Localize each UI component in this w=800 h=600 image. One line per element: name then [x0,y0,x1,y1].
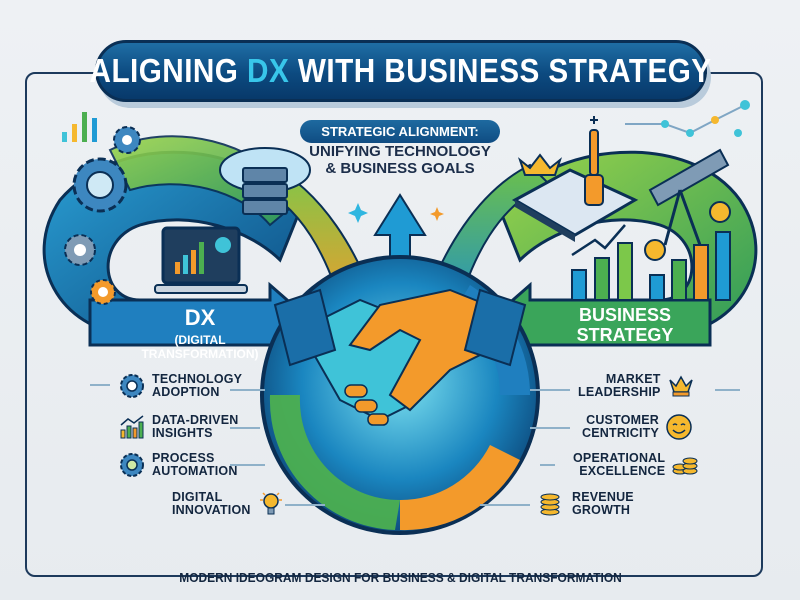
dx-title: DX [184,305,216,330]
feature-line2: ADOPTION [152,385,220,399]
feature-line2: AUTOMATION [152,464,238,478]
dx-arrow-label: DX (DIGITAL TRANSFORMATION) [120,305,280,361]
gear-icon [120,453,144,477]
coins-icon [540,493,560,516]
feature-line2: LEADERSHIP [578,385,661,399]
center-banner-heading: STRATEGIC ALIGNMENT: [300,120,500,143]
feature-line2: GROWTH [572,503,631,517]
chessboard-icon [511,168,639,242]
coins-icon [672,457,698,475]
feature-line1: OPERATIONAL [573,451,666,465]
feature-line1: DIGITAL [172,490,223,504]
gear-icon [113,126,141,154]
strategy-line1: BUSINESS [578,305,672,325]
strategy-arrow-label: BUSINESS STRATEGY [570,305,680,345]
laptop-icon [154,226,248,294]
feature-line2: CENTRICITY [582,426,659,440]
feature-line1: PROCESS [152,451,215,465]
lightbulb-icon [259,492,282,515]
gear-icon [90,279,116,305]
gear-icon [120,374,144,398]
feature-line2: INSIGHTS [152,426,213,440]
growth-bar-chart-icon [571,201,731,301]
title-prefix: ALIGNING [90,52,248,89]
crown-icon [668,375,693,397]
footer-caption: MODERN IDEOGRAM DESIGN FOR BUSINESS & DI… [178,569,622,585]
small-bar-chart-icon [62,112,97,142]
handshake-icon [273,288,527,426]
title-suffix: WITH BUSINESS STRATEGY [289,52,712,89]
feature-line1: TECHNOLOGY [152,372,243,386]
center-banner-line2: UNIFYING TECHNOLOGY [309,143,491,160]
network-nodes-icon [625,100,750,137]
feature-line1: DATA-DRIVEN [152,413,239,427]
strategy-line2: STRATEGY [576,325,674,345]
title-highlight: DX [247,52,290,89]
feature-line1: MARKET [605,372,661,386]
bar-chart-icon [120,415,144,439]
footer: MODERN IDEOGRAM DESIGN FOR BUSINESS & DI… [150,565,650,589]
gear-icon [64,234,96,266]
center-banner: STRATEGIC ALIGNMENT: UNIFYING TECHNOLOGY… [300,120,500,190]
telescope-icon [648,148,730,246]
center-banner-line3: & BUSINESS GOALS [325,160,475,177]
chess-king-icon [584,116,604,206]
feature-line2: INNOVATION [172,503,251,517]
feature-line1: CUSTOMER [586,413,659,427]
gear-icon [72,157,128,213]
feature-line2: EXCELLENCE [579,464,666,478]
crown-icon [517,153,563,176]
dx-subtitle: (DIGITAL TRANSFORMATION) [141,333,259,361]
feature-line1: REVENUE [572,490,634,504]
page-title: ALIGNING DX WITH BUSINESS STRATEGY [90,40,712,102]
smiley-icon [666,414,692,440]
cloud-server-icon [219,147,311,215]
